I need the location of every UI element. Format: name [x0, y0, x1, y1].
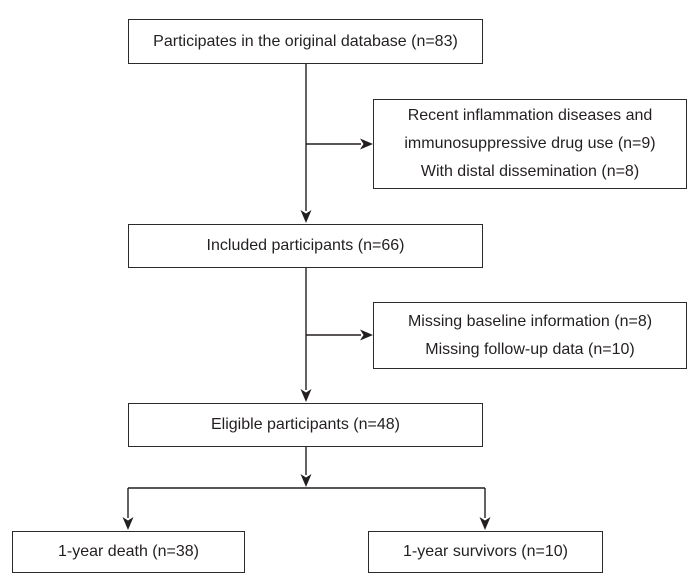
node-original-database-label: Participates in the original database (n…	[153, 32, 458, 50]
arrowhead-into-exclusion2	[360, 329, 373, 341]
arrowhead-into-death	[122, 517, 134, 530]
node-exclusion-1-line-3: With distal dissemination (n=8)	[420, 163, 640, 180]
node-eligible-participants-label: Eligible participants (n=48)	[211, 416, 400, 433]
node-included-participants: Included participants (n=66)	[128, 224, 483, 268]
arrowhead-into-eligible	[300, 389, 312, 402]
node-one-year-death-label: 1-year death (n=38)	[58, 543, 199, 560]
node-exclusion-1-line-2: immunosuppressive drug use (n=9)	[404, 135, 656, 152]
node-original-database: Participates in the original database (n…	[128, 19, 483, 64]
node-exclusion-1: Recent inflammation diseases and immunos…	[373, 99, 687, 189]
node-exclusion-2-line-2: Missing follow-up data (n=10)	[425, 340, 635, 358]
node-exclusion-2-line-1: Missing baseline information (n=8)	[407, 312, 653, 330]
node-one-year-survivors: 1-year survivors (n=10)	[368, 531, 603, 573]
arrowhead-into-included	[300, 210, 312, 223]
arrowhead-into-survivors	[479, 517, 491, 530]
node-included-participants-label: Included participants (n=66)	[206, 237, 405, 254]
node-exclusion-1-line-1: Recent inflammation diseases and	[407, 107, 653, 124]
node-one-year-death: 1-year death (n=38)	[12, 531, 245, 573]
node-exclusion-2: Missing baseline information (n=8) Missi…	[373, 302, 687, 369]
node-eligible-participants: Eligible participants (n=48)	[128, 403, 483, 447]
arrowhead-into-exclusion1	[360, 138, 373, 150]
arrowhead-onto-split-bar	[300, 474, 312, 487]
node-one-year-survivors-label: 1-year survivors (n=10)	[403, 543, 568, 560]
